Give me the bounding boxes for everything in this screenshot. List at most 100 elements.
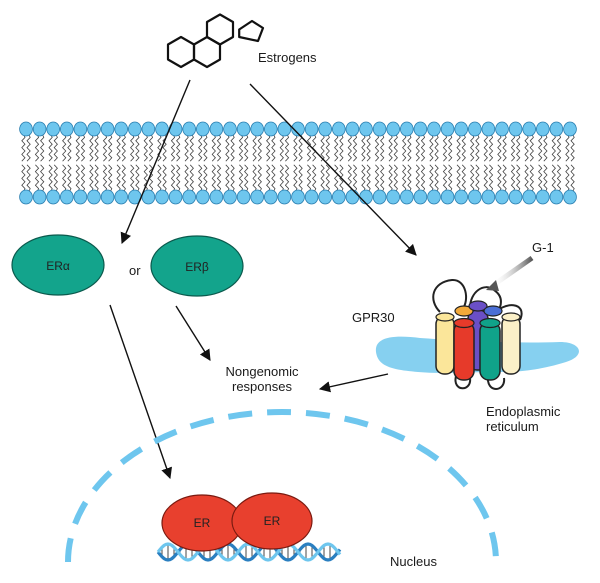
er-alpha-receptor	[11, 234, 105, 296]
lipid-tail	[483, 164, 494, 193]
lipid-tail	[157, 164, 167, 193]
g1-label: G-1	[532, 240, 554, 255]
steroid-ring-a	[166, 35, 196, 69]
lipid-head-inner	[100, 189, 115, 205]
lipid-tail	[320, 164, 330, 193]
lipid-tail	[130, 133, 140, 162]
lipid-tail	[116, 164, 126, 193]
lipid-tail	[320, 133, 330, 162]
lipid-tail	[198, 133, 208, 162]
lipid-head-outer	[32, 121, 47, 137]
er-dimer-left-label: ER	[194, 516, 211, 530]
lipid-head-outer	[60, 121, 74, 137]
cap-purple	[468, 300, 488, 312]
lipid-tail	[551, 164, 562, 193]
lipid-head-inner	[399, 189, 414, 205]
lipid-head-inner	[318, 189, 333, 205]
lipid-head-outer	[427, 121, 441, 137]
er-beta-label: ERβ	[185, 260, 209, 274]
helix-red	[453, 321, 475, 381]
lipid-head-inner	[495, 189, 509, 205]
lipid-tail	[211, 133, 222, 162]
lipid-tail	[102, 133, 113, 162]
cap-yellow	[435, 312, 455, 322]
lipid-head-outer	[196, 121, 210, 137]
lipid-head-outer	[223, 121, 237, 137]
helix-green	[479, 321, 501, 381]
lipid-tail	[538, 164, 548, 193]
arrow-estrogen-to-er	[120, 79, 191, 245]
lipid-head-outer	[549, 121, 564, 137]
or-label: or	[129, 263, 141, 278]
lipid-head-inner	[263, 189, 278, 205]
lipid-head-inner	[250, 189, 265, 205]
lipid-tail	[48, 133, 58, 162]
lipid-head-inner	[331, 189, 346, 205]
lipid-tail	[470, 133, 480, 162]
lipid-tail	[361, 164, 371, 193]
lipid-head-inner	[114, 189, 128, 205]
lipid-tail	[252, 133, 262, 162]
steroid-ring-d	[238, 19, 265, 43]
lipid-head-outer	[440, 121, 455, 137]
lipid-tail	[497, 133, 507, 162]
lipid-tail	[293, 133, 303, 162]
lipid-tail	[306, 164, 317, 193]
lipid-tail	[402, 164, 412, 193]
cap-orange	[454, 305, 474, 317]
lipid-head-inner	[223, 189, 237, 205]
lipid-tail	[497, 164, 507, 193]
lipid-head-outer	[372, 121, 387, 137]
lipid-head-inner	[481, 189, 496, 205]
lipid-head-outer	[277, 121, 292, 137]
cap-red	[453, 317, 475, 329]
lipid-tail	[89, 164, 99, 193]
lipid-head-inner	[182, 189, 197, 205]
lipid-head-outer	[182, 121, 197, 137]
lipid-head-inner	[563, 189, 577, 205]
lipid-tail	[510, 164, 521, 193]
lipid-head-outer	[128, 121, 142, 137]
lipid-head-outer	[454, 121, 469, 137]
lipid-head-inner	[549, 189, 564, 205]
lipid-head-inner	[359, 189, 373, 205]
lipid-head-inner	[73, 189, 88, 205]
lipid-tail	[524, 164, 534, 193]
lipid-tail	[279, 164, 290, 193]
lipid-tail	[470, 164, 480, 193]
lipid-head-inner	[345, 189, 360, 205]
lipid-head-outer	[155, 121, 169, 137]
lipid-head-inner	[196, 189, 210, 205]
arrow-estrogen-to-gpr30	[249, 83, 417, 256]
lipid-head-outer	[114, 121, 128, 137]
er-beta-receptor	[150, 235, 244, 297]
lipid-tail	[429, 133, 439, 162]
lipid-head-inner	[427, 189, 441, 205]
lipid-head-outer	[46, 121, 60, 137]
lipid-tail	[184, 164, 194, 193]
lipid-head-inner	[155, 189, 169, 205]
lipid-tail	[279, 133, 290, 162]
arrow-gpr30-to-nongenomic	[318, 373, 389, 393]
lipid-tail	[415, 133, 426, 162]
nongenomic-label-line1: Nongenomic	[226, 364, 299, 379]
lipid-head-outer	[495, 121, 509, 137]
arrow-er-beta-to-nongenomic	[175, 305, 211, 361]
lipid-tail	[225, 133, 235, 162]
lipid-tail	[211, 164, 222, 193]
lipid-tail	[565, 164, 575, 193]
lipid-tail	[456, 164, 466, 193]
lipid-head-inner	[277, 189, 292, 205]
lipid-tail	[170, 133, 181, 162]
er-dimer-right	[231, 492, 313, 550]
lipid-head-outer	[304, 121, 319, 137]
lipid-head-outer	[209, 121, 224, 137]
lipid-tail	[442, 164, 453, 193]
lipid-tail	[266, 133, 276, 162]
lipid-tail	[62, 133, 72, 162]
lipid-tail	[170, 164, 181, 193]
gpr30-receptor	[432, 278, 523, 390]
lipid-head-outer	[236, 121, 251, 137]
lipid-tail	[34, 133, 45, 162]
